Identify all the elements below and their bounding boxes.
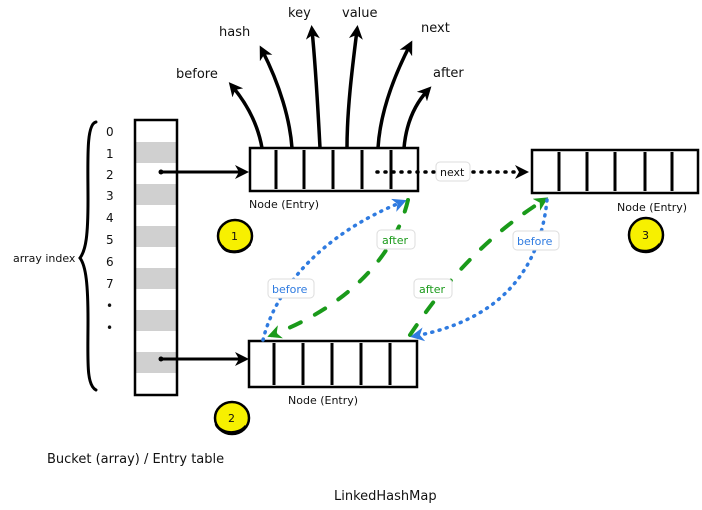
index-ellipsis-2: • — [106, 321, 113, 335]
after-tag-1: after — [376, 229, 416, 250]
index-list: 0 1 2 3 4 5 6 7 • • — [106, 125, 114, 335]
svg-text:before: before — [272, 283, 308, 296]
field-before-label: before — [176, 67, 218, 82]
field-after-label: after — [433, 66, 464, 81]
svg-text:3: 3 — [642, 229, 649, 242]
node-1-label: Node (Entry) — [249, 198, 319, 211]
svg-text:next: next — [440, 166, 465, 179]
index-ellipsis-1: • — [106, 299, 113, 313]
field-hash-label: hash — [219, 25, 250, 40]
index-5: 5 — [106, 233, 114, 247]
field-arrows — [228, 25, 432, 149]
index-6: 6 — [106, 255, 114, 269]
before-link-3-to-2 — [410, 198, 549, 342]
node-2: Node (Entry) — [247, 339, 419, 407]
diagram-title: LinkedHashMap — [334, 489, 437, 504]
before-link-2-to-1 — [261, 198, 407, 342]
svg-text:2: 2 — [228, 412, 235, 425]
svg-text:before: before — [517, 235, 553, 248]
after-tag-2: after — [413, 278, 453, 299]
svg-text:after: after — [382, 234, 409, 247]
svg-text:1: 1 — [231, 230, 238, 243]
index-2: 2 — [106, 168, 114, 182]
badge-2: 2 — [213, 400, 251, 436]
before-tag-2: before — [512, 230, 560, 251]
array-index-brace — [78, 120, 98, 392]
field-value-label: value — [342, 6, 378, 21]
badge-3: 3 — [627, 216, 665, 254]
next-link-tag: next — [435, 161, 471, 182]
after-link-2-to-3 — [408, 197, 549, 337]
node-2-label: Node (Entry) — [288, 394, 358, 407]
node-3: Node (Entry) — [530, 148, 700, 214]
index-3: 3 — [106, 189, 114, 203]
before-tag-1: before — [267, 278, 315, 299]
badge-1: 1 — [216, 218, 254, 254]
node-3-label: Node (Entry) — [617, 201, 687, 214]
field-next-label: next — [421, 21, 450, 36]
after-link-1-to-2 — [267, 198, 410, 339]
node-1: Node (Entry) — [248, 146, 420, 211]
bucket-caption: Bucket (array) / Entry table — [47, 452, 224, 467]
field-key-label: key — [288, 6, 311, 21]
index-4: 4 — [106, 211, 114, 225]
bucket-array — [133, 118, 179, 397]
index-7: 7 — [106, 277, 114, 291]
array-index-label: array index — [13, 252, 76, 265]
index-1: 1 — [106, 147, 114, 161]
index-0: 0 — [106, 125, 114, 139]
svg-text:after: after — [419, 283, 446, 296]
